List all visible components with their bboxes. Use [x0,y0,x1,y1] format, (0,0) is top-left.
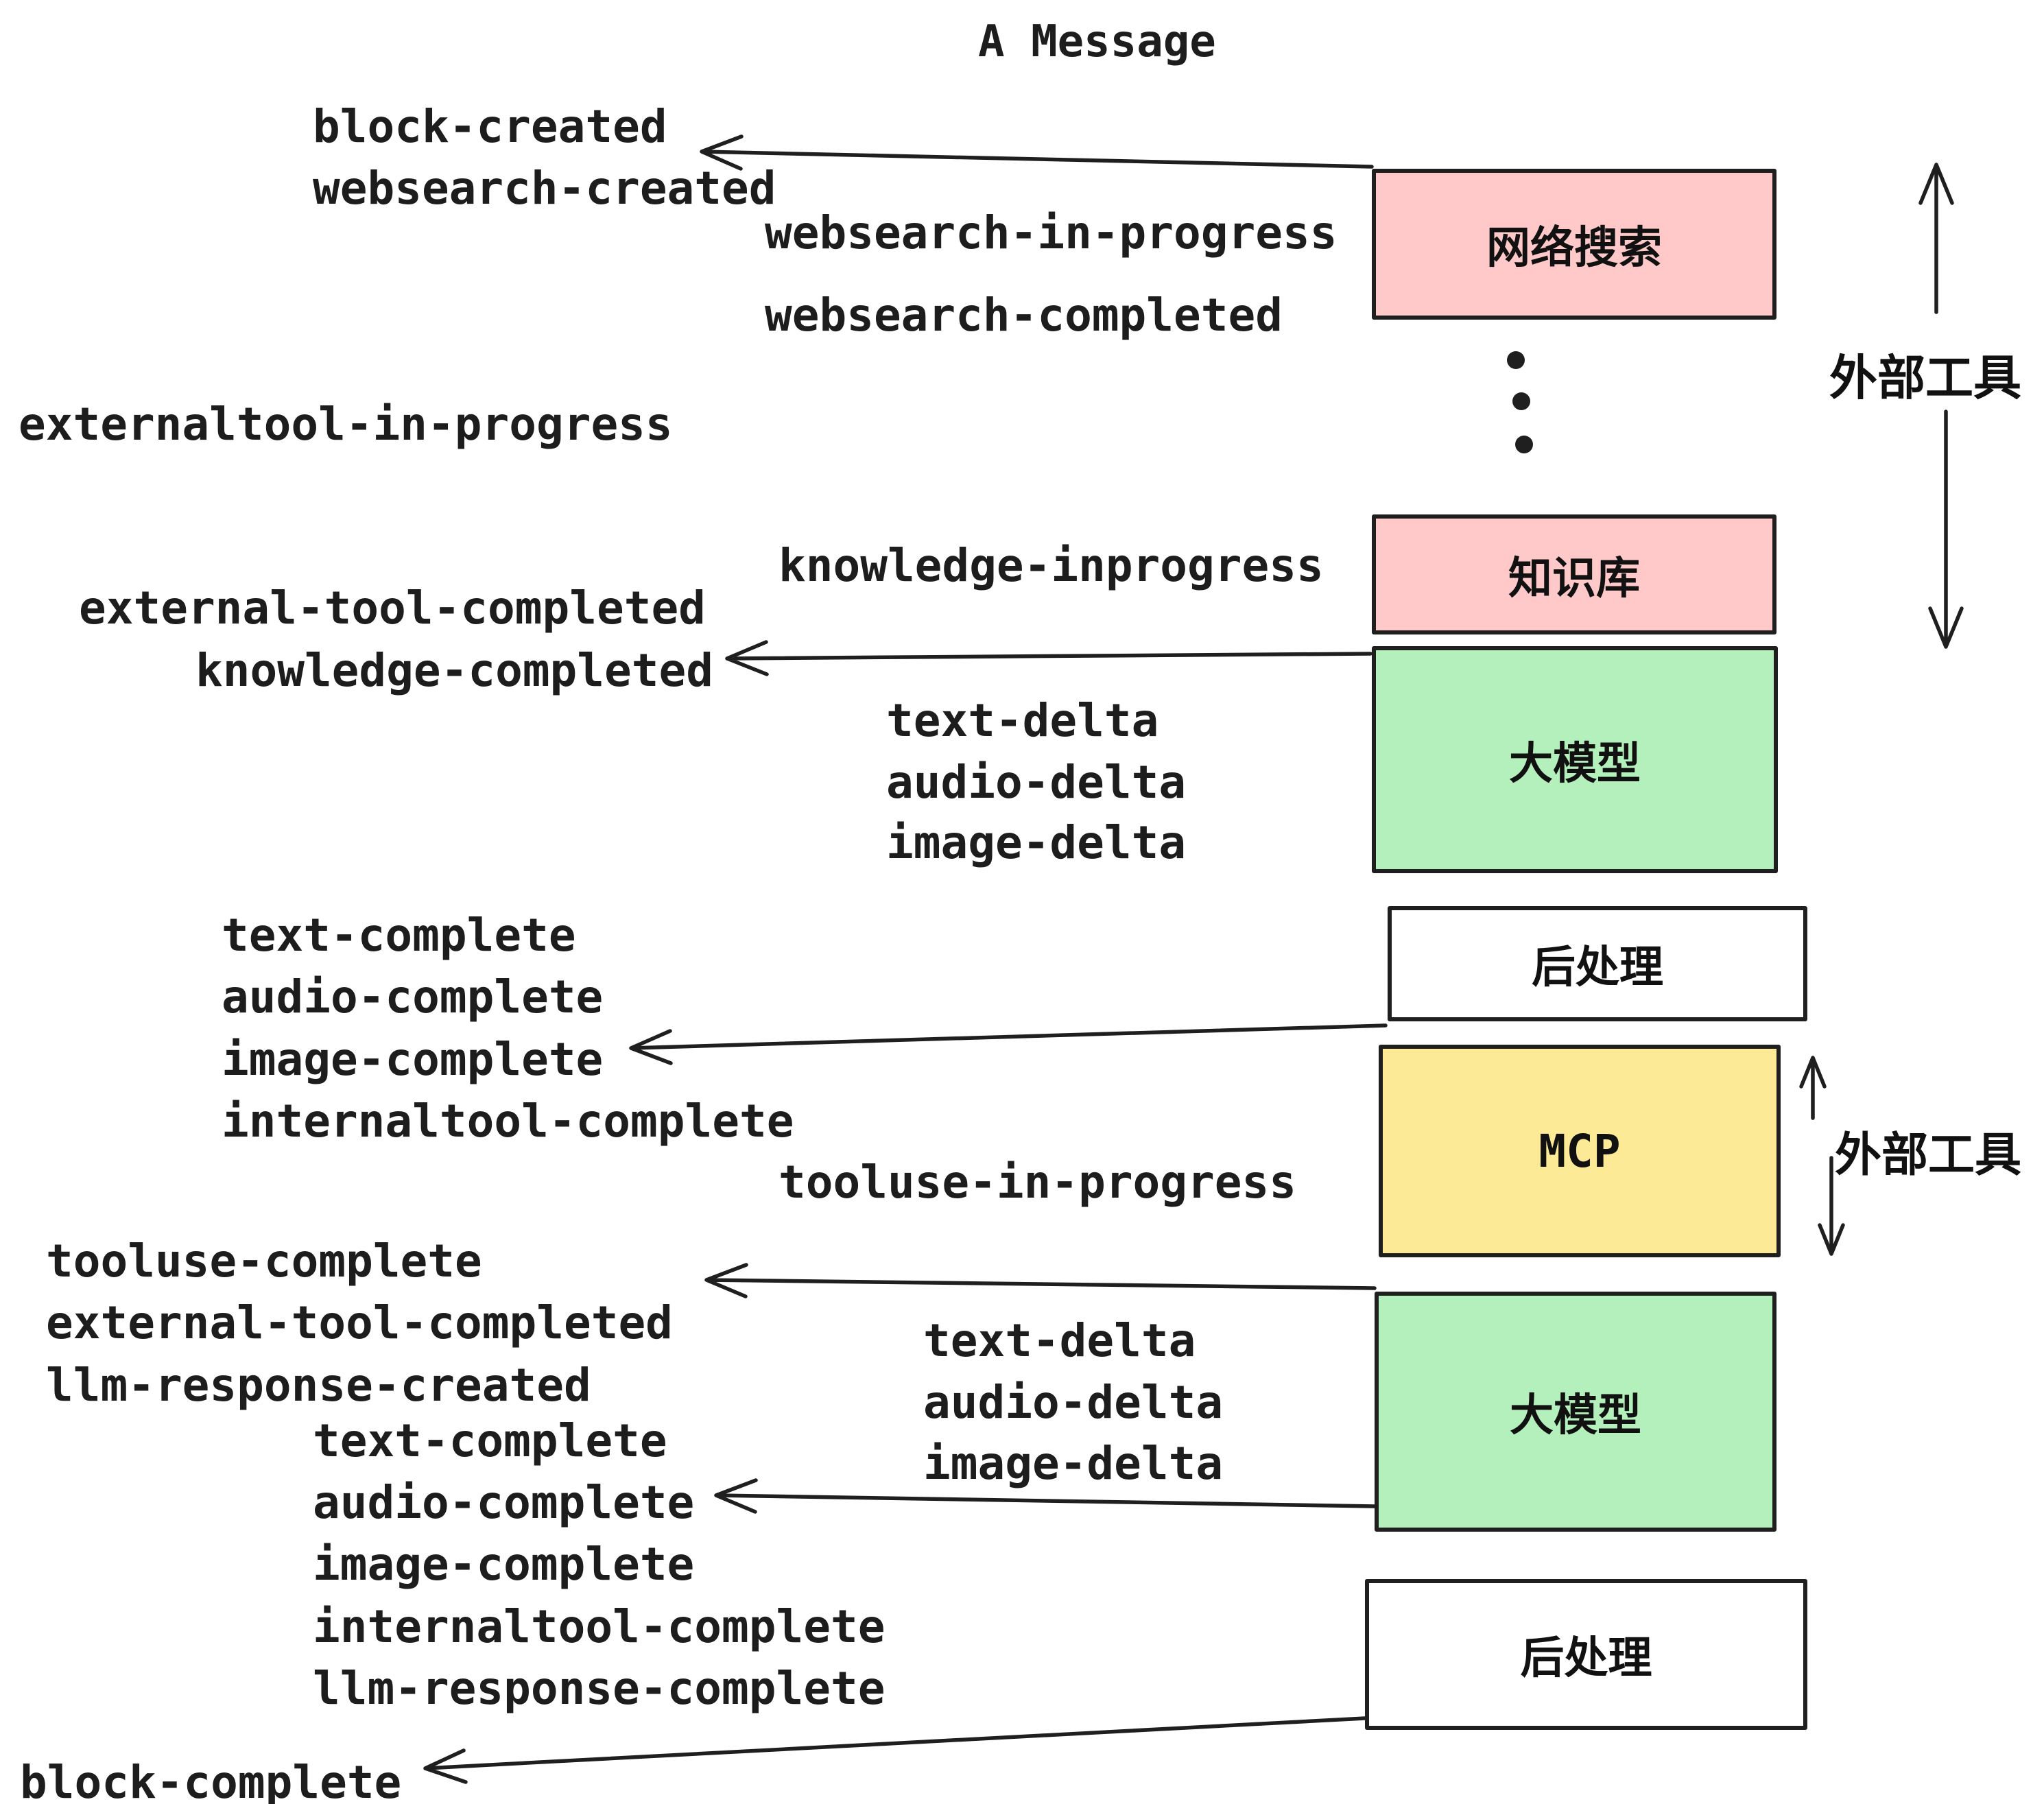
event-label-block-created: block-created [313,100,667,153]
event-label-image-delta: image-delta [886,816,1187,869]
box-websearch: 网络搜索 [1372,169,1776,320]
external-tools-up-arrow-2 [1799,1056,1827,1120]
external-tools-label-1: 外部工具 [1829,350,2021,406]
box-llm-2: 大模型 [1375,1292,1776,1532]
event-label-websearch-created: websearch-created [313,162,776,215]
event-label-text-complete: text-complete [222,909,576,962]
arrow-to-audio-complete [714,1478,1377,1514]
box-mcp-label: MCP [1538,1124,1621,1178]
arrow-to-image-complete [629,1023,1388,1065]
arrow-to-websearch-created [700,134,1374,171]
event-label-image-complete: image-complete [222,1033,604,1086]
box-llm-1: 大模型 [1372,646,1778,873]
event-label-websearch-in-progress: websearch-in-progress [765,206,1338,259]
box-postprocess-2: 后处理 [1365,1579,1807,1730]
ellipsis-dot [1507,351,1525,369]
arrow-to-external-tool-completed [704,1263,1377,1298]
event-label-internaltool-complete-2: internaltool-complete [313,1600,886,1653]
box-llm-2-label: 大模型 [1510,1390,1641,1441]
box-postprocess-1: 后处理 [1388,906,1807,1021]
diagram-title: A Message [978,16,1216,67]
external-tools-down-arrow-1 [1928,410,1964,649]
event-label-text-complete-2: text-complete [313,1414,667,1467]
box-knowledge-label: 知识库 [1508,553,1640,604]
event-label-internaltool-complete: internaltool-complete [222,1095,794,1148]
event-label-audio-complete-2: audio-complete [313,1476,695,1529]
event-label-knowledge-completed: knowledge-completed [195,644,713,697]
box-mcp: MCP [1379,1045,1781,1257]
event-label-externaltool-in-progress: externaltool-in-progress [19,398,673,451]
box-postprocess-1-label: 后处理 [1532,942,1663,993]
event-label-tooluse-in-progress: tooluse-in-progress [779,1156,1296,1209]
arrow-to-block-complete [423,1716,1367,1784]
event-label-external-tool-completed: external-tool-completed [79,582,706,634]
external-tools-up-arrow-1 [1918,163,1954,314]
event-label-audio-delta: audio-delta [886,756,1187,809]
event-label-image-complete-2: image-complete [313,1538,695,1591]
event-label-tooluse-complete: tooluse-complete [46,1235,482,1287]
box-websearch-label: 网络搜索 [1486,223,1662,274]
arrow-to-knowledge-completed [725,640,1372,676]
event-label-image-delta-2: image-delta [923,1437,1224,1490]
event-label-block-complete: block-complete [20,1756,402,1804]
event-label-llm-response-complete: llm-response-complete [313,1662,886,1715]
ellipsis-dot [1512,392,1530,410]
external-tools-label-2: 外部工具 [1835,1128,2022,1183]
event-label-llm-response-created: llm-response-created [46,1359,591,1412]
external-tools-down-arrow-2 [1818,1156,1845,1256]
event-label-knowledge-inprogress: knowledge-inprogress [779,539,1324,592]
event-label-external-tool-completed-2: external-tool-completed [46,1296,673,1349]
event-label-audio-complete: audio-complete [222,971,604,1023]
event-label-audio-delta-2: audio-delta [923,1376,1224,1429]
event-label-websearch-completed: websearch-completed [765,289,1283,342]
box-knowledge: 知识库 [1372,514,1776,634]
box-llm-1-label: 大模型 [1509,738,1641,790]
ellipsis-dot [1515,436,1533,453]
event-label-text-delta-2: text-delta [923,1314,1196,1367]
box-postprocess-2-label: 后处理 [1520,1633,1652,1684]
event-label-text-delta: text-delta [886,694,1159,747]
